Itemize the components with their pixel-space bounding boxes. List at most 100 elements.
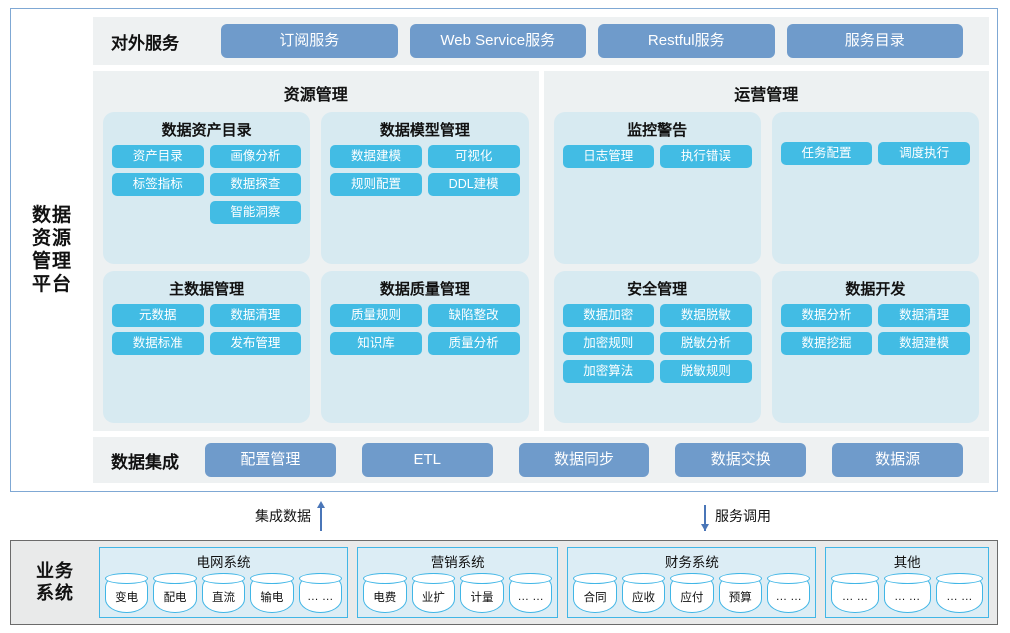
chip-column: 元数据 数据标准 (112, 304, 204, 355)
data-resource-platform-container: 数据资源管理平台 对外服务 订阅服务 Web Service服务 Restful… (10, 8, 998, 492)
chip-data-analysis[interactable]: 数据分析 (780, 304, 873, 327)
cylinder-label: … … (894, 590, 921, 603)
database-cylinders: 电费 业扩 计量 … … (362, 573, 553, 613)
chip-data-cleaning[interactable]: 数据清理 (209, 304, 302, 327)
chip-column: 数据脱敏 脱敏分析 脱敏规则 (660, 304, 752, 383)
data-integration-buttons: 配置管理 ETL 数据同步 数据交换 数据源 (205, 443, 979, 477)
card-title-data-asset-catalog: 数据资产目录 (161, 122, 252, 139)
data-integration-title: 数据集成 (111, 452, 179, 472)
chip-encryption-algorithm[interactable]: 加密算法 (562, 360, 655, 383)
chip-defect-rectification[interactable]: 缺陷整改 (427, 304, 520, 327)
chip-column: 画像分析 数据探查 智能洞察 (209, 145, 302, 224)
service-button-catalog[interactable]: 服务目录 (786, 24, 963, 58)
cylinder-label: 变电 (115, 591, 139, 604)
connector-service-invocation: 服务调用 (700, 501, 771, 531)
business-group-title-other: 其他 (893, 555, 921, 570)
database-icon-transmission[interactable]: 输电 (250, 573, 294, 613)
database-cylinders: 变电 配电 直流 输电 … … (104, 573, 343, 613)
chip-execution-error[interactable]: 执行错误 (660, 145, 752, 168)
chip-data-encryption[interactable]: 数据加密 (562, 304, 655, 327)
database-icon-more-finance[interactable]: … … (767, 573, 811, 613)
service-button-webservice[interactable]: Web Service服务 (409, 24, 586, 58)
database-icon-payable[interactable]: 应付 (670, 573, 715, 613)
chip-dev-data-cleaning[interactable]: 数据清理 (878, 304, 970, 327)
chip-grid: 数据建模 规则配置 可视化 DDL建模 (330, 145, 520, 196)
chip-column: 数据加密 加密规则 加密算法 (562, 304, 655, 383)
database-icon-business-expansion[interactable]: 业扩 (411, 573, 456, 613)
database-icon-contract[interactable]: 合同 (573, 573, 618, 613)
card-data-development: 数据开发 数据分析 数据挖掘 数据清理 数据建模 (771, 271, 979, 423)
cylinder-label: … … (946, 590, 973, 603)
database-cylinders: … … … … … … (831, 573, 984, 613)
chip-log-management[interactable]: 日志管理 (562, 145, 655, 168)
cylinder-label: … … (307, 590, 334, 603)
database-icon-receivable[interactable]: 应收 (621, 573, 666, 613)
arrow-up-icon (316, 501, 326, 531)
chip-data-standard[interactable]: 数据标准 (112, 332, 204, 355)
panel-resource-management: 资源管理 数据资产目录 资产目录 标签指标 — (93, 71, 539, 431)
chip-visualization[interactable]: 可视化 (427, 145, 520, 168)
business-group-marketing: 营销系统 电费 业扩 计量 … … (356, 547, 559, 618)
arrow-down-icon (700, 501, 710, 531)
external-services-strip: 对外服务 订阅服务 Web Service服务 Restful服务 服务目录 (93, 17, 989, 65)
database-icon-substation[interactable]: 变电 (104, 573, 149, 613)
chip-column: 资产目录 标签指标 — (112, 145, 204, 224)
chip-masking-analysis[interactable]: 脱敏分析 (660, 332, 752, 355)
chip-grid: 日志管理 执行错误 (562, 145, 752, 168)
integration-button-etl[interactable]: ETL (361, 443, 493, 477)
database-icon-other-1[interactable]: … … (831, 573, 879, 613)
database-icon-electricity-fee[interactable]: 电费 (362, 573, 407, 613)
cylinder-label: 配电 (163, 591, 187, 604)
database-icon-more-marketing[interactable]: … … (508, 573, 553, 613)
chip-publish-management[interactable]: 发布管理 (209, 332, 302, 355)
chip-image-analysis[interactable]: 画像分析 (209, 145, 302, 168)
chip-column: 质量规则 知识库 (330, 304, 422, 355)
chip-data-mining[interactable]: 数据挖掘 (780, 332, 873, 355)
chip-ddl-modeling[interactable]: DDL建模 (427, 173, 520, 196)
chip-grid: 质量规则 知识库 缺陷整改 质量分析 (330, 304, 520, 355)
chip-column: 日志管理 (562, 145, 655, 168)
integration-button-data-sync[interactable]: 数据同步 (518, 443, 650, 477)
cylinder-label: 应付 (680, 591, 704, 604)
database-icon-more-grid[interactable]: … … (298, 573, 343, 613)
chip-column: 可视化 DDL建模 (427, 145, 520, 196)
integration-button-data-exchange[interactable]: 数据交换 (675, 443, 807, 477)
chip-masking-rule[interactable]: 脱敏规则 (660, 360, 752, 383)
card-title-data-quality-management: 数据质量管理 (379, 281, 470, 298)
database-icon-dc[interactable]: 直流 (201, 573, 246, 613)
chip-quality-rule[interactable]: 质量规则 (330, 304, 422, 327)
database-icon-other-3[interactable]: … … (935, 573, 984, 613)
integration-button-config-management[interactable]: 配置管理 (205, 443, 336, 477)
business-group-finance: 财务系统 合同 应收 应付 预算 … … (567, 547, 817, 618)
panel-row: 安全管理 数据加密 加密规则 加密算法 数据脱敏 脱 (553, 271, 979, 423)
chip-knowledge-base[interactable]: 知识库 (330, 332, 422, 355)
chip-data-modeling[interactable]: 数据建模 (330, 145, 422, 168)
database-icon-distribution[interactable]: 配电 (153, 573, 198, 613)
integration-button-data-source[interactable]: 数据源 (832, 443, 963, 477)
chip-rule-config[interactable]: 规则配置 (330, 173, 422, 196)
database-icon-budget[interactable]: 预算 (718, 573, 763, 613)
connector-arrows: 集成数据 服务调用 (10, 496, 998, 538)
service-button-subscription[interactable]: 订阅服务 (221, 24, 398, 58)
service-button-restful[interactable]: Restful服务 (598, 24, 775, 58)
chip-quality-analysis[interactable]: 质量分析 (427, 332, 520, 355)
cylinder-label: 直流 (211, 591, 235, 604)
chip-task-config[interactable]: 任务配置 (780, 142, 873, 165)
platform-label-text: 数据资源管理平台 (31, 204, 72, 296)
chip-tag-index[interactable]: 标签指标 (112, 173, 204, 196)
database-icon-other-2[interactable]: … … (883, 573, 931, 613)
chip-column: 调度执行 (878, 142, 970, 165)
chip-dev-data-modeling[interactable]: 数据建模 (878, 332, 970, 355)
chip-data-exploration[interactable]: 数据探查 (209, 173, 302, 196)
database-icon-metering[interactable]: 计量 (460, 573, 504, 613)
chip-smart-insight[interactable]: 智能洞察 (209, 201, 302, 224)
chip-metadata[interactable]: 元数据 (112, 304, 204, 327)
chip-data-masking[interactable]: 数据脱敏 (660, 304, 752, 327)
card-title-monitoring-alert: 监控警告 (627, 122, 688, 139)
chip-column: 执行错误 (660, 145, 752, 168)
chip-asset-catalog[interactable]: 资产目录 (112, 145, 204, 168)
chip-encryption-rule[interactable]: 加密规则 (562, 332, 655, 355)
chip-schedule-execution[interactable]: 调度执行 (878, 142, 970, 165)
database-cylinders: 合同 应收 应付 预算 … … (573, 573, 811, 613)
